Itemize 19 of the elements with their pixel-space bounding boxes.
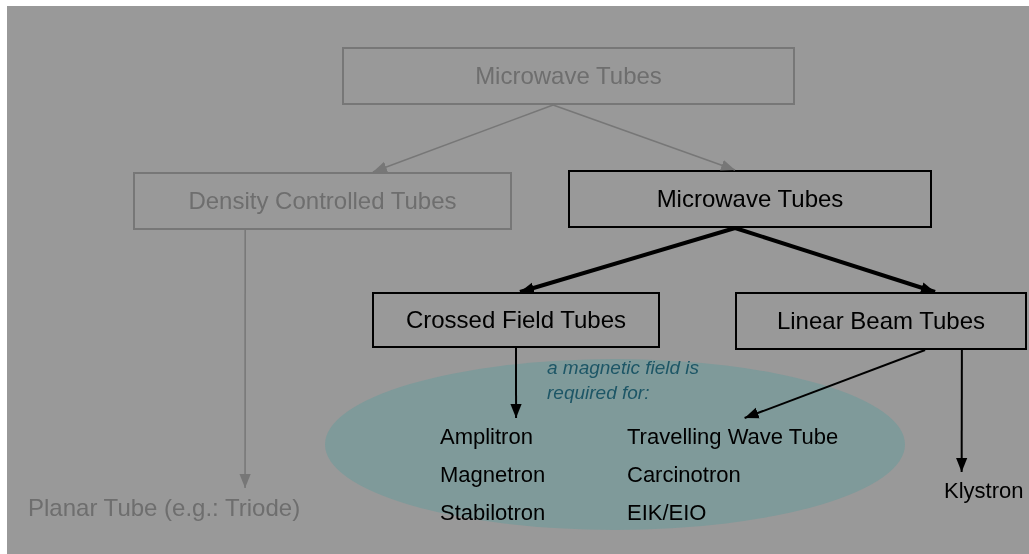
arrow <box>372 104 554 173</box>
tube-name: Magnetron <box>440 461 546 489</box>
arrow <box>956 349 968 473</box>
tube-name: Amplitron <box>440 423 533 451</box>
category-box: Crossed Field Tubes <box>372 292 660 348</box>
arrow <box>510 347 522 419</box>
category-box: Microwave Tubes <box>568 170 932 228</box>
tube-name: Carcinotron <box>627 461 741 489</box>
arrow <box>519 226 736 294</box>
note-text: a magnetic field is required for: <box>547 356 701 405</box>
tube-name: Stabilotron <box>440 499 546 527</box>
arrow <box>239 229 251 489</box>
arrow <box>743 349 927 419</box>
tube-name: Travelling Wave Tube <box>627 423 839 451</box>
arrow <box>552 104 736 171</box>
tube-type-label: Klystron <box>944 477 1024 505</box>
arrow <box>734 226 936 294</box>
category-box: Linear Beam Tubes <box>735 292 1027 350</box>
tube-name: EIK/EIO <box>627 499 707 527</box>
